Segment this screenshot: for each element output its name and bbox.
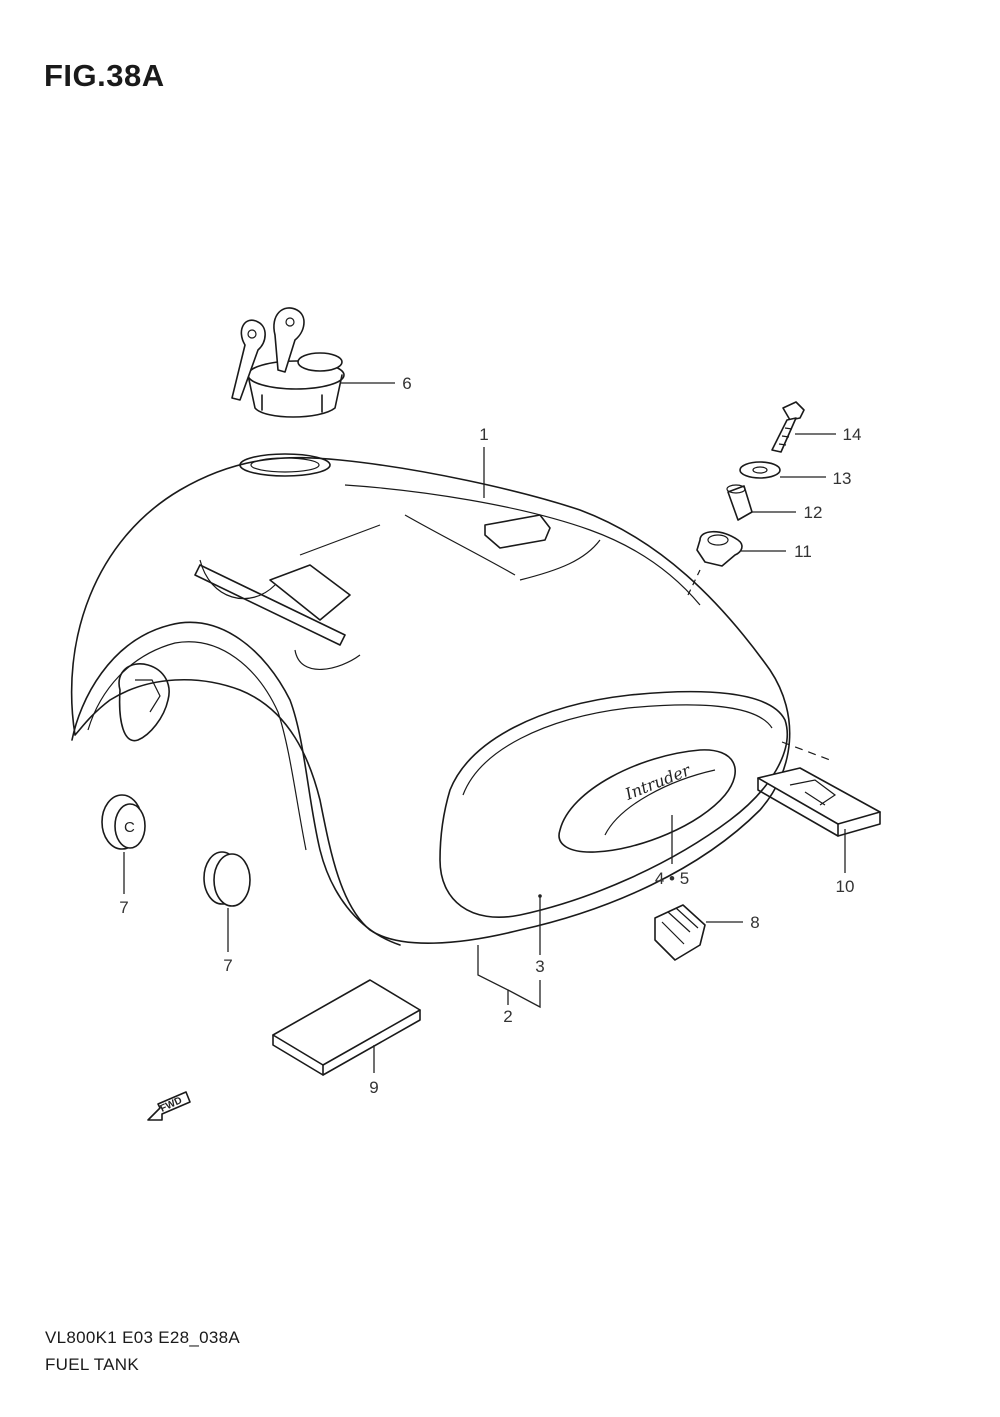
callout-13: 13 [833, 469, 852, 488]
callout-7a: 7 [119, 898, 128, 917]
leader-lines [123, 382, 846, 1073]
cushion[interactable] [696, 530, 743, 567]
callout-12: 12 [804, 503, 823, 522]
callout-2: 2 [503, 1007, 512, 1026]
callout-7b: 7 [223, 956, 232, 975]
rubber-pad[interactable] [272, 979, 421, 1076]
callout-1: 1 [479, 425, 488, 444]
fwd-marker: FWD [159, 1095, 184, 1115]
callout-3: 3 [535, 957, 544, 976]
callout-9: 9 [369, 1078, 378, 1097]
rubber-cap-c[interactable]: C [101, 794, 146, 850]
cap-marker: C [124, 819, 135, 836]
callout-8: 8 [750, 913, 759, 932]
callout-6: 6 [402, 374, 411, 393]
collar[interactable] [726, 484, 753, 521]
callout-14: 14 [843, 425, 862, 444]
rubber-cap[interactable] [203, 851, 251, 907]
callout-11: 11 [794, 542, 812, 561]
tank-emblem[interactable]: Intruder [558, 749, 736, 853]
mounting-cushion[interactable] [757, 767, 881, 837]
damper-block[interactable] [654, 904, 706, 961]
fuel-tank-body[interactable] [70, 453, 791, 946]
callout-4-5: 4 • 5 [655, 869, 689, 888]
washer[interactable] [739, 461, 781, 479]
figure-name: FUEL TANK [45, 1355, 140, 1374]
figure-code: VL800K1 E03 E28_038A [45, 1328, 241, 1347]
fuel-cap-assembly[interactable] [231, 307, 345, 418]
fwd-arrow-icon: FWD [147, 1091, 191, 1121]
figure-title: FIG.38A [44, 58, 165, 93]
callout-10: 10 [836, 877, 855, 896]
bolt[interactable] [771, 401, 805, 453]
